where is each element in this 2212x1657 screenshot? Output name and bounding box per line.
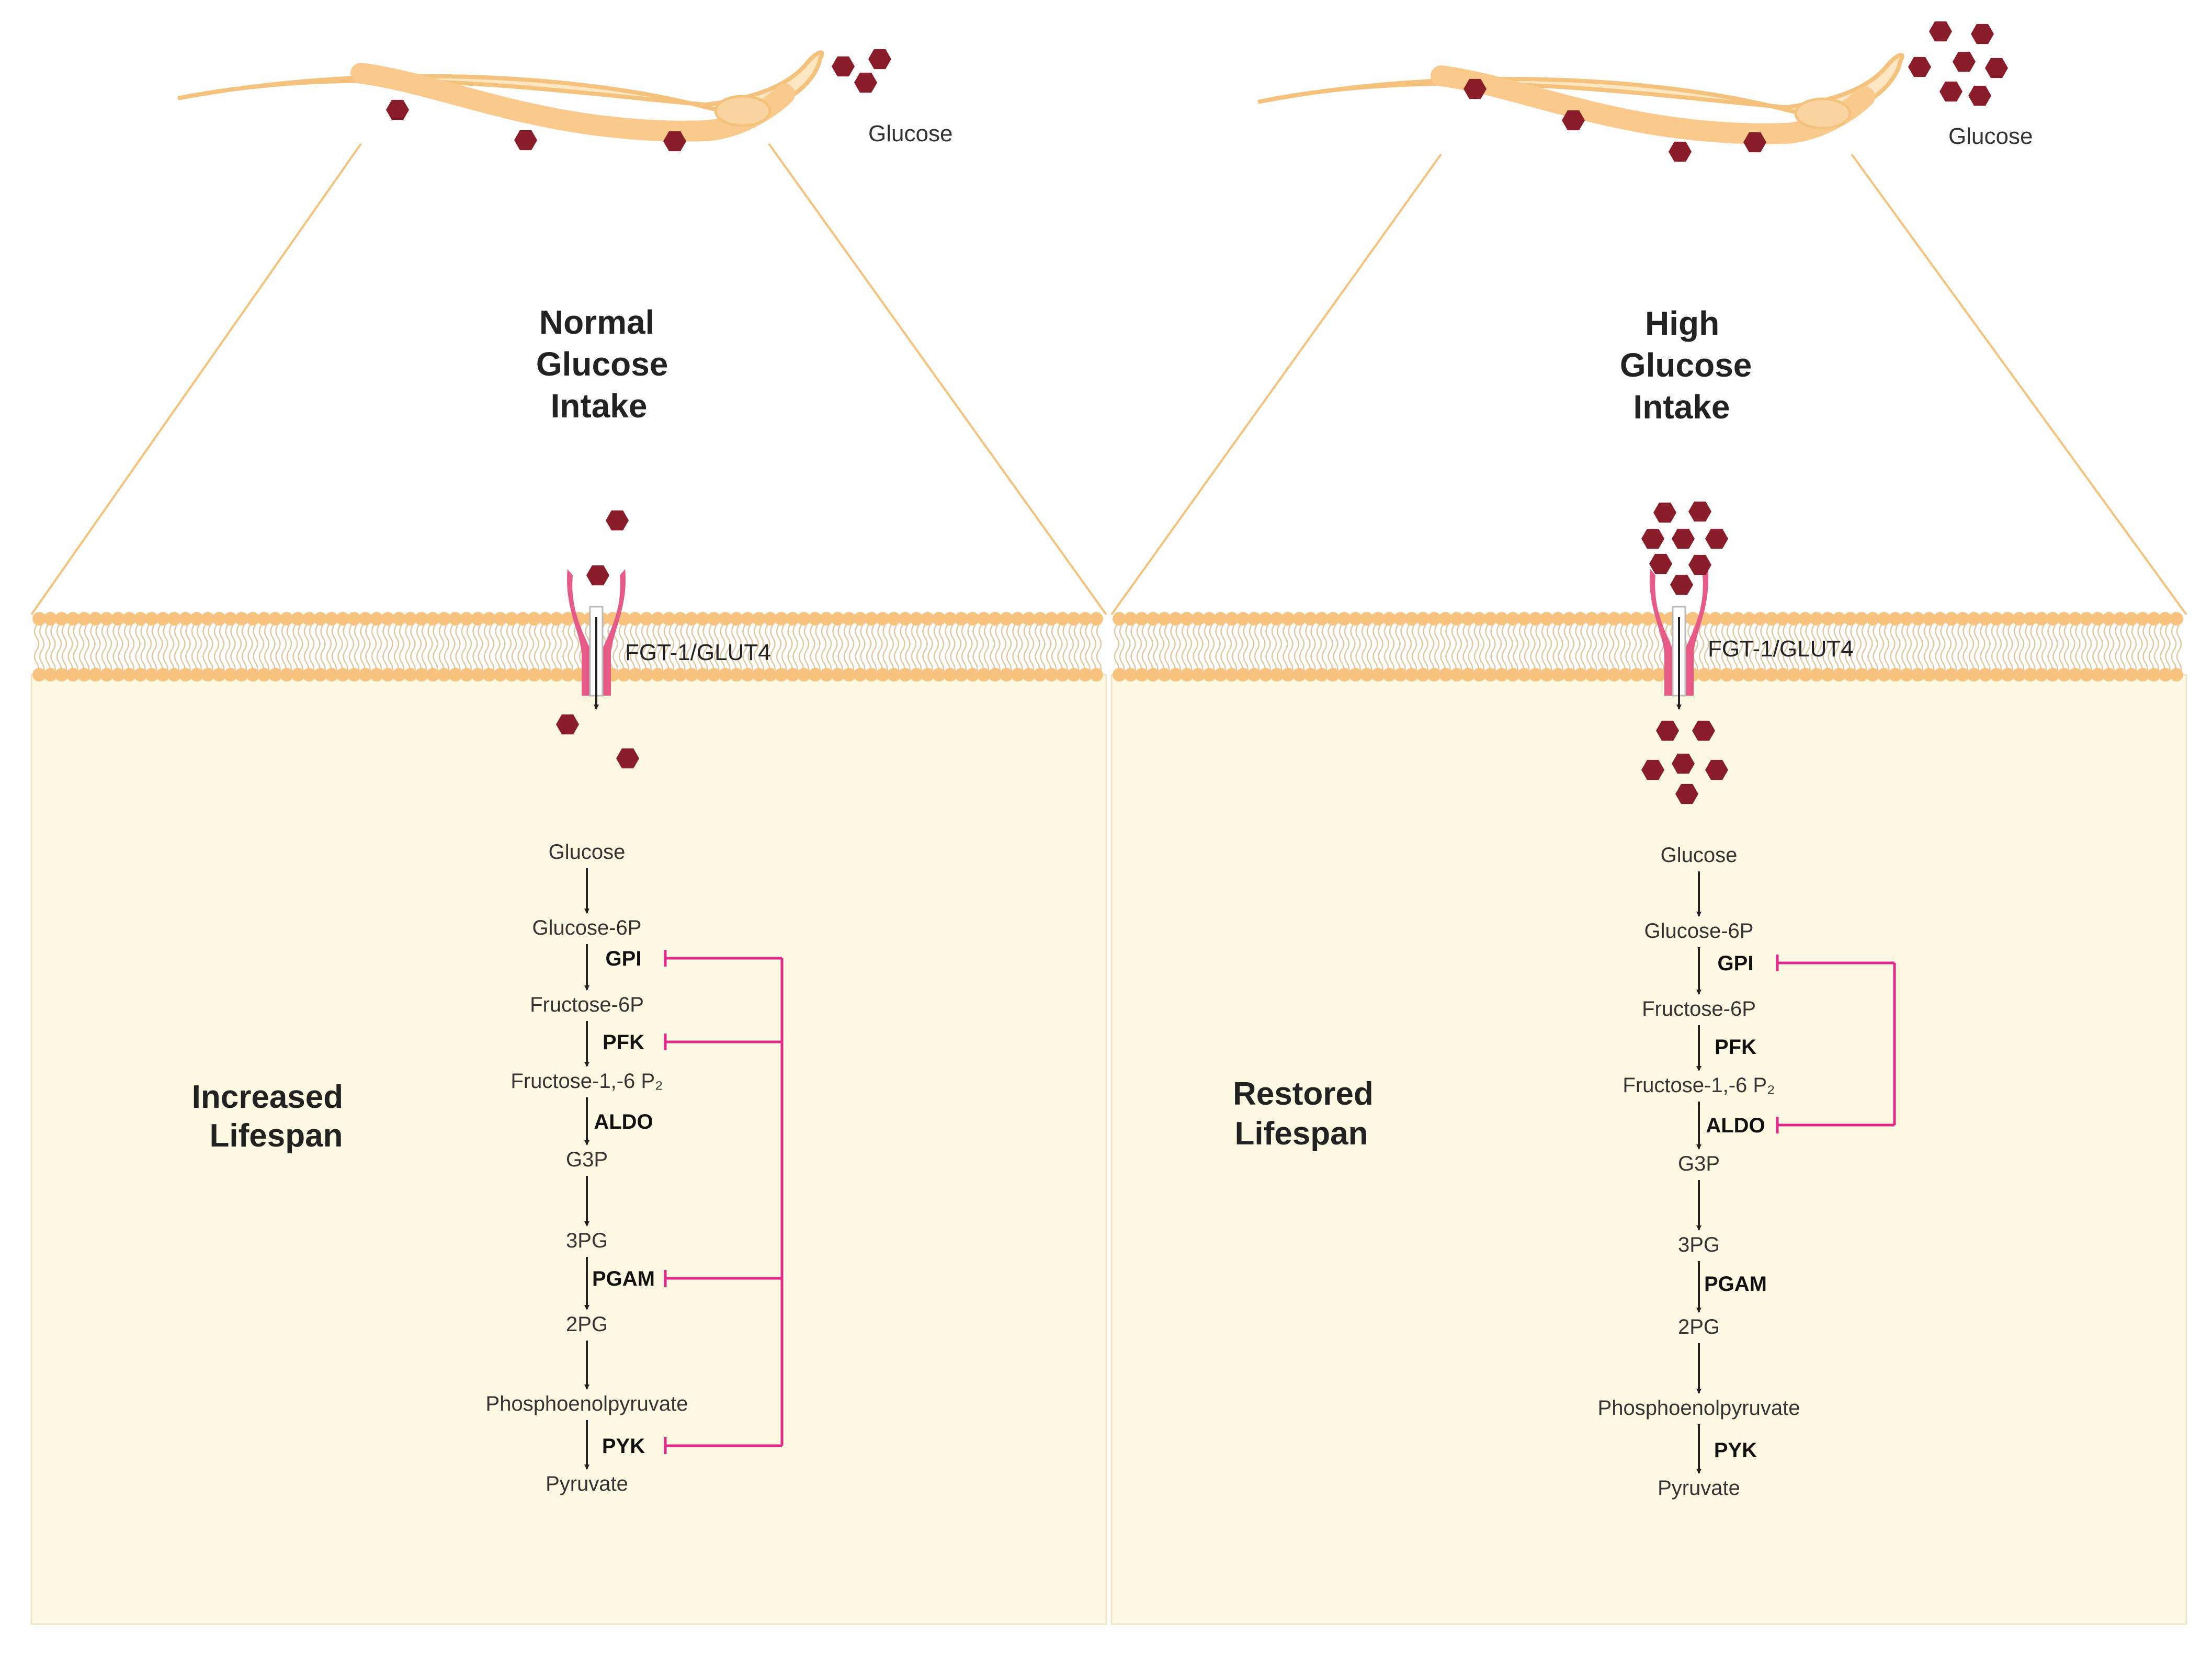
glucose-hexagon-icon xyxy=(1562,110,1585,131)
metabolite-label: 2PG xyxy=(566,1313,608,1336)
glucose-hexagon-icon xyxy=(1929,21,1952,42)
enzyme-label-gpi: GPI xyxy=(606,947,642,970)
glucose-hexagon-icon xyxy=(1669,141,1692,162)
glucose-hexagon-icon xyxy=(1971,24,1994,44)
glucose-hexagon-icon xyxy=(616,748,639,769)
glucose-hexagon-icon xyxy=(1464,78,1487,99)
glucose-hexagon-icon xyxy=(868,49,891,70)
glucose-hexagon-icon xyxy=(586,565,609,586)
enzyme-label-aldo: ALDO xyxy=(594,1110,653,1133)
glucose-hexagon-icon xyxy=(663,131,686,152)
zoom-line-left-a xyxy=(30,143,362,616)
enzyme-label-aldo: ALDO xyxy=(1706,1114,1765,1137)
glucose-hexagon-icon xyxy=(1939,81,1963,102)
glucose-hexagon-icon xyxy=(1705,528,1728,549)
worm-right xyxy=(1257,53,1904,144)
glucose-hexagon-icon xyxy=(1672,528,1695,549)
metabolite-label: G3P xyxy=(566,1148,608,1171)
glucose-transporter-icon xyxy=(567,569,626,710)
glucose-hexagon-icon xyxy=(1641,759,1664,780)
glucose-hexagon-icon xyxy=(1688,554,1711,575)
metabolite-label: Glucose-6P xyxy=(1644,920,1754,943)
glucose-hexagon-icon xyxy=(1985,58,2008,78)
panel-right: Glucose High Glucose Intake FGT-1/GLUT4 … xyxy=(1110,21,2187,1625)
panel-left: Glucose Normal Glucose Intake FGT-1/GLUT… xyxy=(30,49,1107,1625)
worm-left xyxy=(177,50,824,142)
enzyme-label-pyk: PYK xyxy=(602,1435,645,1458)
metabolite-label: Glucose xyxy=(1661,844,1738,867)
metabolite-label: Phosphoenolpyruvate xyxy=(486,1392,688,1415)
zoom-line-right-b xyxy=(1851,153,2187,616)
glucose-hexagon-icon xyxy=(1908,56,1931,77)
metabolite-label: 2PG xyxy=(1678,1315,1720,1338)
glucose-hexagon-icon xyxy=(514,130,537,151)
panel-title-right: High Glucose Intake xyxy=(1620,304,1761,426)
membrane-right xyxy=(1113,612,2183,682)
glucose-hexagon-icon xyxy=(556,714,579,735)
glucose-cluster-worm-right xyxy=(1464,21,2008,162)
glucose-hexagon-icon xyxy=(1968,85,1991,106)
glucose-transporter-icon xyxy=(1650,569,1708,710)
glucose-hexagon-icon xyxy=(854,72,877,93)
glucose-hexagon-icon xyxy=(832,56,855,77)
enzyme-label-gpi: GPI xyxy=(1718,952,1754,975)
glucose-hexagon-icon xyxy=(386,99,409,120)
glucose-hexagon-icon xyxy=(1675,784,1698,804)
glucose-hexagon-icon xyxy=(606,510,629,531)
glucose-hexagon-icon xyxy=(1953,51,1976,72)
metabolite-label: Glucose xyxy=(549,841,626,864)
glucose-hexagon-icon xyxy=(1653,502,1676,523)
enzyme-label-pgam: PGAM xyxy=(592,1267,655,1290)
glucose-label-left: Glucose xyxy=(868,121,952,146)
metabolite-label: 3PG xyxy=(566,1229,608,1252)
metabolite-label: Fructose-6P xyxy=(1642,997,1756,1020)
metabolite-label: Fructose-1,-6 P₂ xyxy=(1623,1074,1775,1097)
metabolite-label: Pyruvate xyxy=(1658,1477,1740,1500)
zoom-line-left-b xyxy=(768,143,1107,616)
metabolite-label: Glucose-6P xyxy=(532,916,642,939)
metabolite-label: Fructose-6P xyxy=(530,993,644,1016)
metabolite-label: Fructose-1,-6 P₂ xyxy=(511,1070,663,1093)
glucose-hexagon-icon xyxy=(1743,132,1766,153)
lifespan-label-left: Increased Lifespan xyxy=(192,1079,353,1154)
metabolite-label: Pyruvate xyxy=(546,1472,628,1495)
cytoplasm-right xyxy=(1110,674,2187,1625)
enzyme-label-pfk: PFK xyxy=(1715,1036,1756,1059)
glucose-hexagon-icon xyxy=(1641,528,1664,549)
enzyme-label-pyk: PYK xyxy=(1714,1439,1757,1462)
membrane-left xyxy=(32,612,1103,682)
glucose-hexagon-icon xyxy=(1670,574,1693,595)
glucose-label-right: Glucose xyxy=(1948,123,2033,149)
transporter-label-left: FGT-1/GLUT4 xyxy=(625,640,771,665)
panel-title-left: Normal Glucose Intake xyxy=(536,303,677,425)
glucose-hexagon-icon xyxy=(1656,720,1679,741)
glucose-hexagon-icon xyxy=(1649,553,1672,574)
metabolite-label: G3P xyxy=(1678,1152,1720,1175)
glucose-molecules-right xyxy=(1641,501,1728,804)
enzyme-label-pfk: PFK xyxy=(603,1031,644,1054)
glucose-hexagon-icon xyxy=(1688,501,1711,522)
transporter-label-right: FGT-1/GLUT4 xyxy=(1708,636,1854,662)
lifespan-label-right: Restored Lifespan xyxy=(1233,1076,1382,1152)
enzyme-label-pgam: PGAM xyxy=(1704,1273,1767,1296)
metabolite-label: Phosphoenolpyruvate xyxy=(1598,1397,1800,1420)
glucose-cluster-worm-left xyxy=(386,49,891,152)
glucose-hexagon-icon xyxy=(1672,753,1695,774)
metabolite-label: 3PG xyxy=(1678,1233,1720,1256)
glucose-hexagon-icon xyxy=(1692,720,1715,741)
zoom-line-right-a xyxy=(1110,153,1442,616)
cytoplasm-left xyxy=(30,674,1107,1625)
glucose-molecules-left xyxy=(556,510,639,769)
glucose-hexagon-icon xyxy=(1705,759,1728,780)
